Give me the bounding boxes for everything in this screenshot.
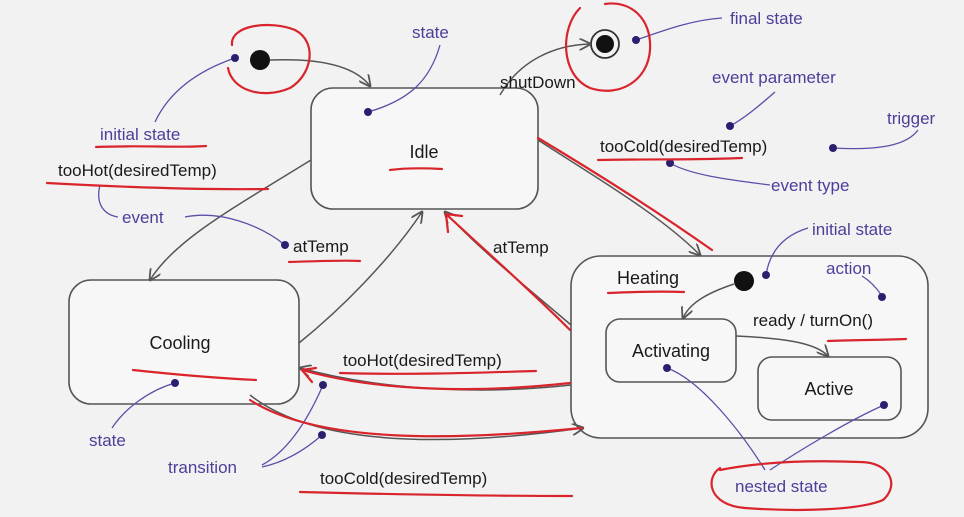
anchor-dot-initial-heating [762, 271, 770, 279]
pointer-event-left [98, 184, 119, 218]
state-idle-box [310, 87, 539, 210]
state-label-idle: Idle [409, 142, 438, 162]
state-label-cooling: Cooling [149, 333, 210, 353]
annotation-event-type: event type [771, 176, 849, 195]
red-underline-initial-state [94, 144, 208, 149]
arrow-activating-to-active [735, 335, 828, 356]
annotation-trigger: trigger [887, 109, 936, 128]
anchor-dot-transition-up [319, 381, 327, 389]
transition-label-toocold-top: tooCold(desiredTemp) [600, 137, 767, 156]
red-line-heating-to-idle [444, 212, 572, 332]
anchor-dot-state-bottom [171, 379, 179, 387]
pointer-state-top [367, 44, 441, 113]
anchor-dot-event-parameter [726, 122, 734, 130]
anchor-dot-state [364, 108, 372, 116]
red-underline-attemp [287, 259, 362, 264]
pointer-transition-up [261, 384, 324, 466]
transition-label-toocold-bottom: tooCold(desiredTemp) [320, 469, 487, 488]
anchor-dot-action [878, 293, 886, 301]
final-state-dot [596, 35, 614, 53]
initial-pseudostate-top [250, 50, 270, 70]
pointer-transition-down [261, 434, 323, 468]
anchor-dot-event [281, 241, 289, 249]
red-line-idle-to-heating [536, 136, 714, 252]
annotation-state-bottom: state [89, 431, 126, 450]
anchor-dot-initial [231, 54, 239, 62]
transition-label-toohot-left: tooHot(desiredTemp) [58, 161, 217, 180]
red-underline-toohot-left [45, 181, 270, 191]
red-circle-final [564, 2, 652, 92]
pointer-initial-state-heating [765, 227, 809, 276]
arrow-cooling-to-idle [298, 212, 422, 344]
arrow-cooling-to-heating [249, 394, 583, 441]
pointer-initial-state [154, 57, 236, 123]
red-underline-toohot-bottom [338, 369, 538, 375]
state-cooling-box [68, 279, 300, 405]
red-line-cooling-to-heating [248, 398, 584, 438]
initial-pseudostate-heating [734, 271, 754, 291]
annotation-initial-state: initial state [100, 125, 180, 144]
arrow-shutdown [499, 44, 590, 96]
anchor-dot-nested-left [663, 364, 671, 372]
red-circle-initial [226, 23, 311, 95]
anchor-dot-nested-right [880, 401, 888, 409]
annotation-action: action [826, 259, 871, 278]
annotation-event: event [122, 208, 164, 227]
state-label-active: Active [804, 379, 853, 399]
transition-label-toohot-bottom: tooHot(desiredTemp) [343, 351, 502, 370]
state-label-activating: Activating [632, 341, 710, 361]
anchor-dot-trigger [829, 144, 837, 152]
annotation-final-state: final state [730, 9, 803, 28]
red-underline-toocold-bottom [298, 490, 574, 498]
red-underline-ready-turnon [826, 337, 908, 343]
pointer-final-state [635, 17, 723, 41]
pointer-event-type [669, 162, 771, 186]
pointer-state-bottom [111, 382, 176, 429]
pointer-trigger [832, 129, 919, 150]
arrow-initial-to-activating [683, 283, 735, 318]
pointer-event-parameter [729, 91, 776, 127]
transition-label-shutdown: shutDown [500, 73, 576, 92]
red-underline-cooling [131, 368, 258, 382]
anchor-dot-final [632, 36, 640, 44]
red-line-heating-to-cooling [300, 366, 572, 391]
pointer-event-right [184, 214, 286, 246]
annotation-transition: transition [168, 458, 237, 477]
transition-label-ready-turnon: ready / turnOn() [753, 311, 873, 330]
red-underline-idle [388, 167, 444, 172]
anchor-dot-event-type [666, 159, 674, 167]
annotation-state-top: state [412, 23, 449, 42]
arrow-heating-to-idle [445, 212, 572, 326]
red-underline-toocold-top [596, 156, 744, 162]
red-underline-heating [606, 290, 686, 295]
anchor-dot-transition-down [318, 431, 326, 439]
arrow-idle-to-heating [537, 139, 700, 255]
annotation-event-parameter: event parameter [712, 68, 836, 87]
state-activating-box [605, 318, 737, 383]
annotation-nested-state: nested state [735, 477, 828, 496]
annotation-initial-state-heating: initial state [812, 220, 892, 239]
red-circle-nested-state [710, 460, 893, 512]
arrow-initial-to-idle [269, 58, 370, 86]
transition-label-attemp-right: atTemp [493, 238, 549, 257]
state-label-heating: Heating [617, 268, 679, 288]
pointer-nested-left [666, 367, 766, 471]
arrow-idle-to-cooling [150, 159, 312, 280]
transition-label-attemp-left: atTemp [293, 237, 349, 256]
